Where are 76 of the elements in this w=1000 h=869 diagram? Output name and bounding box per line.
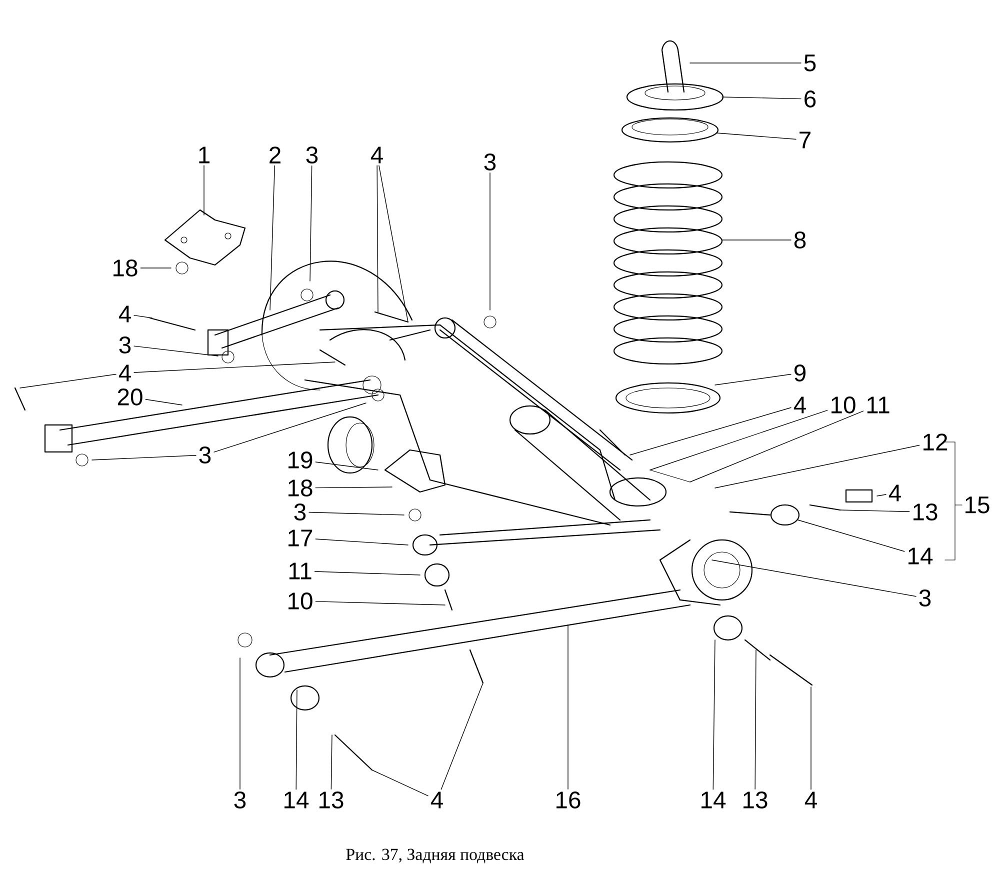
callout-number: 3 (294, 504, 306, 520)
callout-number: 14 (702, 792, 726, 808)
leader-line (798, 520, 905, 552)
leader-line (310, 166, 312, 282)
leader-line (296, 690, 298, 790)
callout-number: 3 (919, 590, 931, 606)
callout-number: 3 (199, 446, 211, 464)
callout-number: 3 (119, 336, 131, 354)
leader-line (690, 62, 802, 64)
leader-line (92, 455, 196, 460)
callout-number: 15 (966, 496, 990, 514)
leader-line (315, 601, 446, 606)
leader-line (134, 362, 336, 373)
leader-line (712, 640, 716, 790)
callout-number: 11 (289, 562, 312, 580)
leader-line (754, 650, 756, 790)
leader-line (308, 512, 404, 516)
callout-number: 11 (867, 396, 890, 414)
callout-number: 18 (114, 260, 138, 276)
leader-line (330, 734, 332, 790)
callout-number: 2 (270, 146, 280, 164)
callout-number: 3 (306, 146, 318, 164)
callout-number: 20 (118, 388, 142, 406)
callout-number: 7 (800, 132, 810, 148)
callout-number: 16 (556, 792, 580, 808)
leader-line (214, 402, 366, 452)
callout-number: 10 (832, 396, 856, 414)
leader-line (690, 410, 864, 482)
leader-line (722, 96, 802, 100)
callout-number: 3 (234, 792, 246, 808)
callout-number: 13 (744, 792, 768, 808)
leader-line (315, 538, 408, 546)
leader-line (714, 374, 792, 386)
leader-line (716, 132, 796, 140)
callout-number: 14 (284, 792, 309, 808)
callout-number: 4 (118, 306, 131, 322)
callout-number: 4 (888, 484, 901, 502)
leader-line (376, 165, 378, 312)
callout-number: 6 (804, 90, 816, 108)
callout-number: 4 (118, 364, 131, 382)
callout-number: 3 (484, 154, 496, 170)
caption: Рис. 37, Задняя подвеска (346, 848, 524, 864)
leader-line (270, 165, 276, 310)
leader-line (145, 399, 182, 406)
callout-number: 13 (320, 792, 344, 808)
leader-line (314, 571, 420, 576)
leader-line (134, 314, 152, 318)
leader-line (650, 410, 828, 470)
leader-line (712, 560, 916, 597)
callout-number: 12 (924, 434, 948, 450)
callout-number: 4 (370, 146, 383, 164)
callout-number: 1 (199, 146, 210, 164)
leader-line (20, 374, 116, 388)
callout-number: 13 (914, 504, 938, 520)
leader-line (630, 407, 792, 456)
callout-number: 19 (288, 452, 312, 468)
leader-line (810, 686, 812, 790)
callout-number: 14 (908, 548, 933, 564)
leader-line (134, 346, 218, 356)
leader-line (315, 486, 392, 488)
leader-line (315, 462, 378, 470)
callout-number: 8 (794, 232, 806, 248)
callout-number: 18 (288, 480, 312, 496)
leader-line (876, 494, 886, 496)
leader-line (372, 770, 428, 796)
callout-number: 4 (430, 792, 443, 808)
callout-number: 4 (794, 396, 806, 414)
callout-number: 17 (288, 530, 312, 546)
leader-line (714, 444, 920, 488)
leader-line (378, 165, 408, 322)
callout-number: 5 (804, 54, 816, 72)
callout-number: 9 (794, 364, 806, 382)
leader-line (840, 510, 910, 512)
callout-number: 10 (288, 592, 312, 610)
callout-number: 4 (804, 792, 817, 808)
leader-line (440, 682, 484, 790)
